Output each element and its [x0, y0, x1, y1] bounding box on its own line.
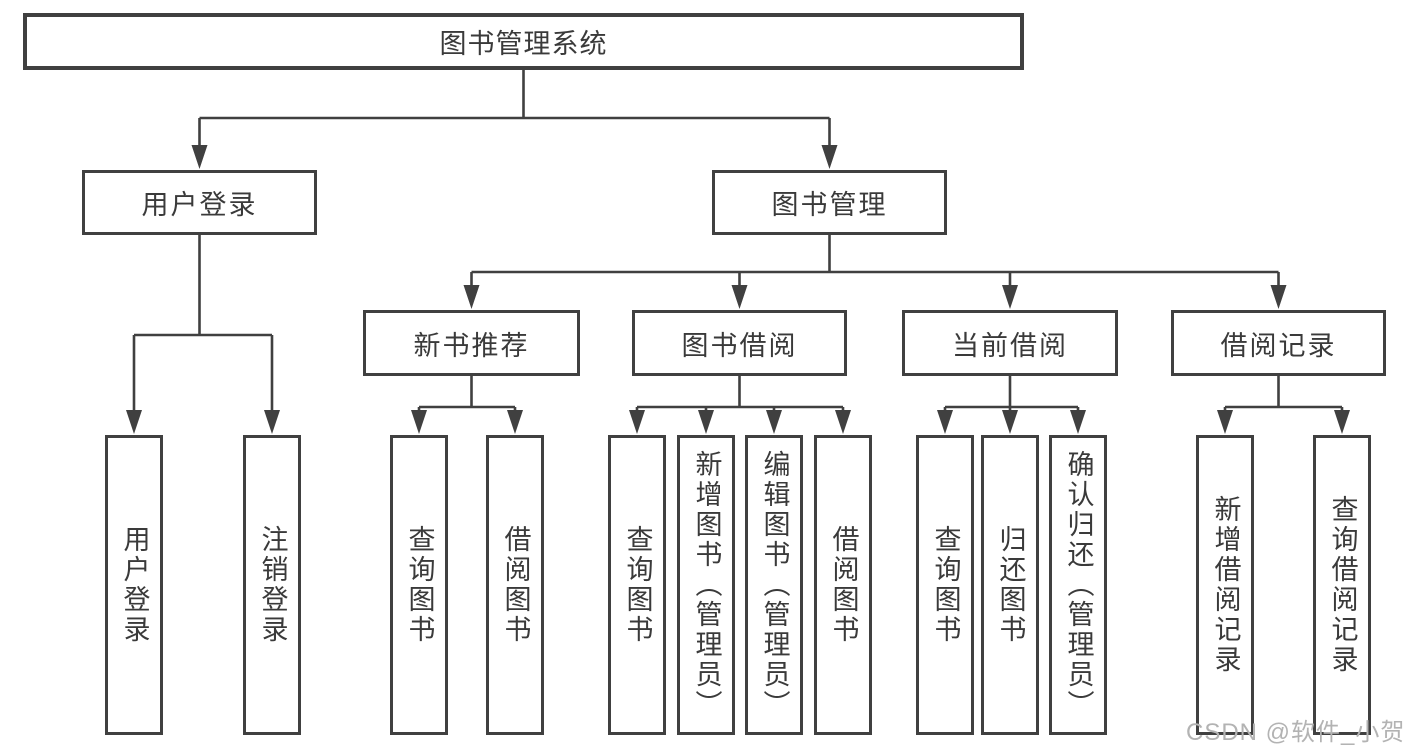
edge-lv2-book-mgmt [470, 235, 1280, 296]
node-leaf-query-books-2: 查询图书 [608, 435, 666, 735]
edge-lv2-user-login [132, 235, 274, 421]
edge-lv3-borrow-records [1223, 376, 1344, 421]
node-lv2-book-mgmt: 图书管理 [712, 170, 947, 235]
node-leaf-borrow-books-1: 借阅图书 [486, 435, 544, 735]
arrowhead-icon [731, 285, 748, 309]
watermark: CSDN @软件_小贺同学 [1186, 719, 1405, 746]
arrowhead-icon [821, 145, 838, 169]
node-lv3-new-book-rec: 新书推荐 [363, 310, 580, 376]
node-leaf-borrow-books-2: 借阅图书 [814, 435, 872, 735]
arrowhead-icon [937, 410, 953, 434]
edge-root [198, 70, 831, 156]
node-leaf-user-login: 用户登录 [105, 435, 163, 735]
arrowhead-icon [766, 410, 782, 434]
arrowhead-icon [1334, 410, 1350, 434]
node-lv3-book-borrow: 图书借阅 [632, 310, 847, 376]
node-leaf-query-books-1: 查询图书 [390, 435, 448, 735]
edge-lv3-new-book-rec [417, 376, 517, 421]
node-leaf-add-record: 新增借阅记录 [1196, 435, 1254, 735]
node-leaf-query-books-3: 查询图书 [916, 435, 974, 735]
node-lv2-user-login: 用户登录 [82, 170, 317, 235]
node-leaf-confirm-return: 确认归还（管理员） [1049, 435, 1107, 735]
arrowhead-icon [1002, 285, 1018, 309]
node-lv3-borrow-records: 借阅记录 [1171, 310, 1386, 376]
node-leaf-query-record: 查询借阅记录 [1313, 435, 1371, 735]
arrowhead-icon [1270, 285, 1287, 309]
node-lv3-current-borrow: 当前借阅 [902, 310, 1118, 376]
arrowhead-icon [1002, 410, 1018, 434]
arrowhead-icon [629, 410, 645, 434]
arrowhead-icon [191, 145, 208, 169]
arrowhead-icon [126, 410, 142, 434]
arrowhead-icon [264, 410, 280, 434]
arrowhead-icon [507, 410, 523, 434]
node-leaf-edit-books: 编辑图书（管理员） [745, 435, 803, 735]
node-leaf-add-books: 新增图书（管理员） [677, 435, 735, 735]
edge-lv3-book-borrow [635, 376, 845, 421]
arrowhead-icon [835, 410, 851, 434]
arrowhead-icon [1070, 410, 1086, 434]
arrowhead-icon [463, 285, 480, 309]
arrowhead-icon [1217, 410, 1233, 434]
node-root: 图书管理系统 [23, 13, 1024, 70]
arrowhead-icon [411, 410, 427, 434]
node-leaf-logout: 注销登录 [243, 435, 301, 735]
node-leaf-return-books: 归还图书 [981, 435, 1039, 735]
arrowhead-icon [698, 410, 714, 434]
